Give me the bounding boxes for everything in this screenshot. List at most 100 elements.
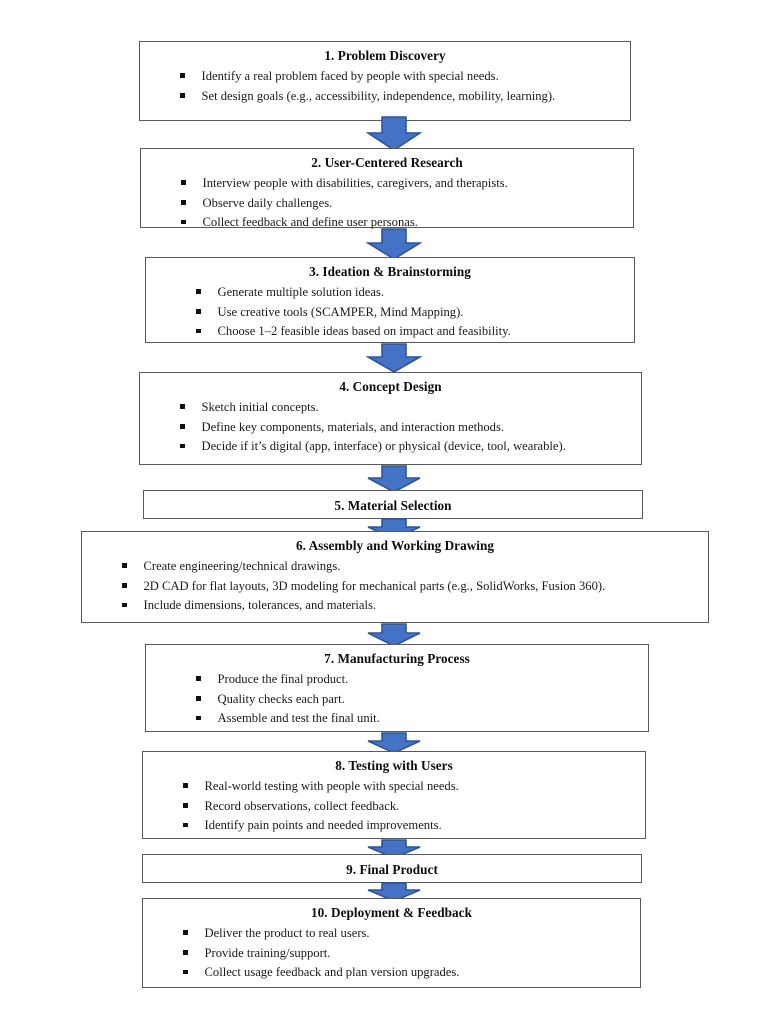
- bullet-text: Real-world testing with people with spec…: [204, 779, 459, 794]
- down-arrow-icon: [366, 343, 422, 373]
- bullet-text: Deliver the product to real users.: [204, 926, 370, 941]
- bullet-square-icon: [122, 563, 127, 568]
- list-item: Choose 1–2 feasible ideas based on impac…: [146, 322, 634, 342]
- step-box-4[interactable]: 4. Concept Design Sketch initial concept…: [139, 372, 642, 465]
- step-box-8[interactable]: 8. Testing with Users Real-world testing…: [142, 751, 646, 839]
- bullet-square-icon: [180, 443, 185, 449]
- list-item: Interview people with disabilities, care…: [141, 174, 633, 194]
- bullet-text: Decide if it’s digital (app, interface) …: [201, 439, 566, 454]
- list-item: Identify pain points and needed improvem…: [143, 816, 645, 836]
- step-title: 6. Assembly and Working Drawing: [295, 538, 495, 553]
- bullet-square-icon: [181, 200, 186, 205]
- step-bullet-list: Create engineering/technical drawings. 2…: [82, 557, 708, 616]
- step-box-3[interactable]: 3. Ideation & Brainstorming Generate mul…: [145, 257, 635, 343]
- bullet-square-icon: [183, 803, 188, 808]
- step-title: 10. Deployment & Feedback: [311, 905, 472, 920]
- bullet-square-icon: [183, 969, 188, 975]
- list-item: Deliver the product to real users.: [143, 924, 640, 944]
- step-title: 2. User-Centered Research: [311, 155, 463, 170]
- list-item: Include dimensions, tolerances, and mate…: [82, 596, 708, 616]
- down-arrow-icon: [366, 228, 422, 260]
- bullet-text: Assemble and test the final unit.: [217, 711, 380, 726]
- connector-arrow-6: [366, 623, 422, 647]
- bullet-square-icon: [196, 696, 201, 701]
- step-bullet-list: Generate multiple solution ideas. Use cr…: [146, 283, 634, 342]
- down-arrow-icon: [366, 116, 422, 151]
- list-item: Assemble and test the final unit.: [146, 709, 648, 729]
- down-arrow-icon: [367, 465, 421, 493]
- list-item: Use creative tools (SCAMPER, Mind Mappin…: [146, 302, 634, 322]
- bullet-text: Choose 1–2 feasible ideas based on impac…: [217, 324, 511, 339]
- list-item: Set design goals (e.g., accessibility, i…: [140, 86, 630, 106]
- bullet-square-icon: [196, 676, 201, 681]
- bullet-text: Generate multiple solution ideas.: [217, 285, 384, 300]
- list-item: Record observations, collect feedback.: [143, 796, 645, 816]
- step-bullet-list: Deliver the product to real users. Provi…: [143, 924, 640, 983]
- connector-arrow-9: [366, 882, 422, 902]
- connector-arrow-2: [366, 228, 422, 260]
- step-bullet-list: Interview people with disabilities, care…: [141, 174, 633, 233]
- bullet-square-icon: [196, 289, 201, 294]
- step-title: 5. Material Selection: [334, 498, 452, 513]
- step-bullet-list: Produce the final product. Quality check…: [146, 670, 648, 729]
- step-box-6[interactable]: 6. Assembly and Working Drawing Create e…: [81, 531, 709, 623]
- step-bullet-list: Sketch initial concepts. Define key comp…: [140, 398, 641, 457]
- bullet-square-icon: [196, 328, 201, 334]
- list-item: Sketch initial concepts.: [140, 398, 641, 418]
- list-item: Decide if it’s digital (app, interface) …: [140, 437, 641, 457]
- step-title: 9. Final Product: [346, 862, 438, 877]
- connector-arrow-3: [366, 343, 422, 373]
- list-item: Define key components, materials, and in…: [140, 417, 641, 437]
- step-box-1[interactable]: 1. Problem Discovery Identify a real pro…: [139, 41, 631, 121]
- bullet-square-icon: [196, 715, 201, 721]
- step-title: 8. Testing with Users: [335, 758, 453, 773]
- down-arrow-icon: [367, 882, 421, 902]
- list-item: Identify a real problem faced by people …: [140, 67, 630, 87]
- bullet-text: Identify a real problem faced by people …: [201, 69, 499, 84]
- bullet-text: Use creative tools (SCAMPER, Mind Mappin…: [217, 304, 464, 319]
- bullet-text: Collect usage feedback and plan version …: [204, 965, 460, 980]
- step-bullet-list: Real-world testing with people with spec…: [143, 777, 645, 836]
- bullet-square-icon: [181, 219, 186, 225]
- connector-arrow-7: [366, 732, 422, 754]
- down-arrow-icon: [367, 732, 421, 754]
- bullet-square-icon: [181, 180, 186, 185]
- list-item: Observe daily challenges.: [141, 193, 633, 213]
- bullet-square-icon: [183, 950, 188, 955]
- step-box-10[interactable]: 10. Deployment & Feedback Deliver the pr…: [142, 898, 641, 988]
- list-item: Produce the final product.: [146, 670, 648, 690]
- step-box-9[interactable]: 9. Final Product: [142, 854, 642, 883]
- bullet-square-icon: [180, 424, 185, 429]
- step-title: 7. Manufacturing Process: [324, 651, 470, 666]
- list-item: Collect feedback and define user persona…: [141, 213, 633, 233]
- bullet-text: Set design goals (e.g., accessibility, i…: [201, 88, 556, 103]
- bullet-square-icon: [122, 602, 127, 608]
- step-title: 3. Ideation & Brainstorming: [309, 264, 471, 279]
- bullet-text: Define key components, materials, and in…: [201, 419, 505, 434]
- bullet-text: 2D CAD for flat layouts, 3D modeling for…: [143, 578, 606, 593]
- bullet-text: Interview people with disabilities, care…: [202, 176, 508, 191]
- step-box-7[interactable]: 7. Manufacturing Process Produce the fin…: [145, 644, 649, 732]
- bullet-square-icon: [183, 783, 188, 788]
- bullet-text: Observe daily challenges.: [202, 195, 333, 210]
- bullet-text: Record observations, collect feedback.: [204, 798, 400, 813]
- list-item: Real-world testing with people with spec…: [143, 777, 645, 797]
- step-bullet-list: Identify a real problem faced by people …: [140, 67, 630, 106]
- bullet-square-icon: [180, 93, 185, 98]
- bullet-text: Quality checks each part.: [217, 691, 345, 706]
- list-item: Create engineering/technical drawings.: [82, 557, 708, 577]
- step-box-2[interactable]: 2. User-Centered Research Interview peop…: [140, 148, 634, 229]
- bullet-text: Produce the final product.: [217, 672, 349, 687]
- bullet-text: Collect feedback and define user persona…: [202, 215, 418, 230]
- bullet-text: Create engineering/technical drawings.: [143, 559, 341, 574]
- step-box-5[interactable]: 5. Material Selection: [143, 490, 643, 519]
- bullet-square-icon: [180, 404, 185, 409]
- bullet-square-icon: [122, 583, 127, 588]
- bullet-text: Identify pain points and needed improvem…: [204, 818, 442, 833]
- bullet-text: Sketch initial concepts.: [201, 400, 319, 415]
- bullet-text: Include dimensions, tolerances, and mate…: [143, 598, 377, 613]
- list-item: Quality checks each part.: [146, 689, 648, 709]
- bullet-square-icon: [196, 309, 201, 314]
- step-title: 4. Concept Design: [339, 379, 442, 394]
